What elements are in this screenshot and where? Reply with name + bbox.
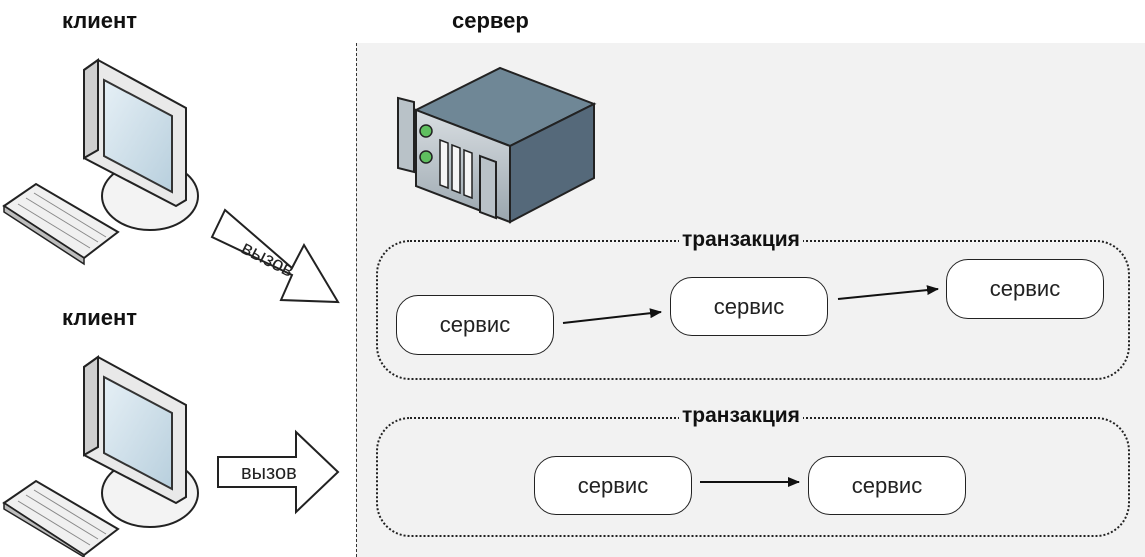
client-label-bottom: клиент xyxy=(62,305,138,330)
call-label-top: вызов xyxy=(238,237,298,282)
server-rack-icon xyxy=(397,66,597,224)
arrow-icon: вызов xyxy=(217,429,340,515)
transaction-title-1: транзакция xyxy=(679,228,803,252)
client-label-top: клиент xyxy=(62,8,138,33)
service-1-1: сервис xyxy=(396,295,554,355)
server-label: сервер xyxy=(452,8,529,33)
service-2-1: сервис xyxy=(534,456,692,515)
computer-icon xyxy=(2,58,199,266)
service-1-2: сервис xyxy=(670,277,828,336)
computer-icon xyxy=(2,355,199,557)
service-1-3: сервис xyxy=(946,259,1104,319)
arrow-icon: вызов xyxy=(210,208,340,304)
flow-arrow xyxy=(562,308,662,324)
flow-arrow xyxy=(837,285,939,300)
call-label-bottom: вызов xyxy=(241,462,297,484)
service-2-2: сервис xyxy=(808,456,966,515)
transaction-title-2: транзакция xyxy=(679,404,803,428)
